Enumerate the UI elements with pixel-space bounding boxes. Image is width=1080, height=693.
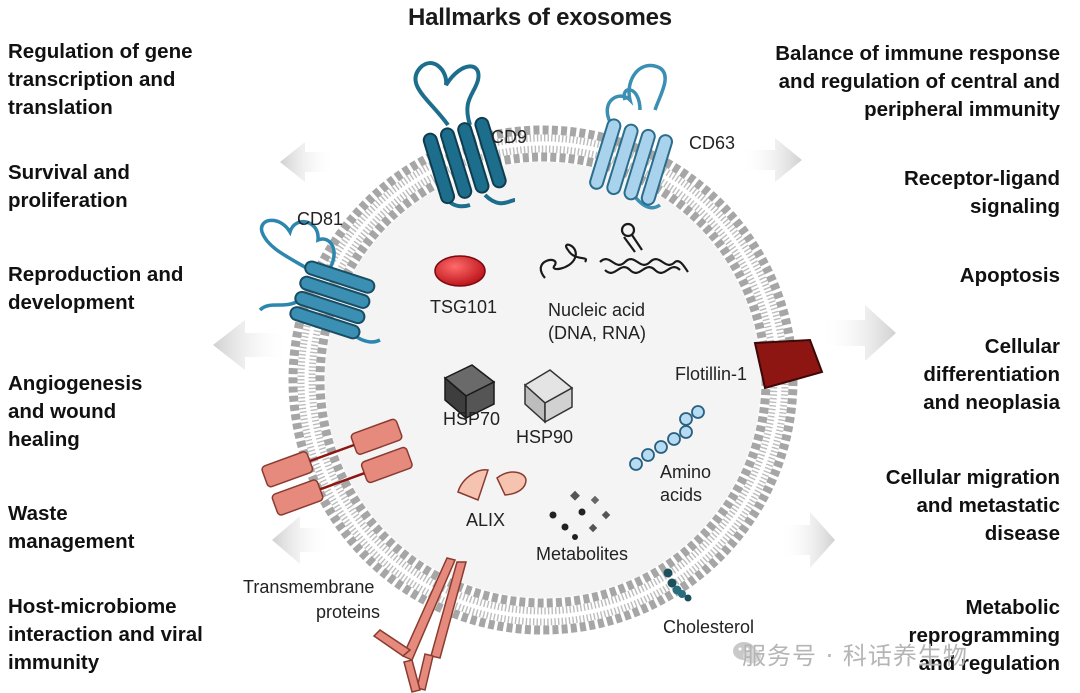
label-acids: acids	[660, 485, 702, 505]
label-cd63: CD63	[689, 133, 735, 153]
diagram-title: Hallmarks of exosomes	[408, 4, 672, 31]
hsp70-cube-icon	[443, 364, 496, 420]
hallmark-reproduction: Reproduction and development	[8, 263, 184, 314]
label-cholesterol: Cholesterol	[663, 617, 754, 637]
hallmark-angiogenesis: Angiogenesis and wound healing	[8, 372, 143, 451]
hallmark-microbiome: Host-microbiome interaction and viral im…	[8, 595, 203, 674]
hallmark-differentiation: Cellular differentiation and neoplasia	[923, 335, 1060, 414]
hallmark-waste: Waste management	[8, 502, 135, 553]
nucleic-acid-icon	[539, 222, 689, 279]
label-hsp70: HSP70	[443, 409, 500, 429]
arrow-right-1-icon	[740, 138, 802, 182]
hallmark-gene-regulation: Regulation of gene transcription and tra…	[8, 40, 193, 119]
alix-icon	[457, 469, 527, 501]
y-shaped-protein-icon	[372, 557, 467, 693]
arrow-right-3-icon	[780, 512, 835, 568]
tsg101-icon	[434, 255, 486, 287]
label-tsg101: TSG101	[430, 297, 497, 317]
label-cd81: CD81	[297, 209, 343, 229]
amino-acids-icon	[629, 405, 705, 471]
label-cd9: CD9	[491, 127, 527, 147]
label-nucleic-acid: Nucleic acid	[548, 300, 645, 320]
watermark-text: 服务号 · 科话养生物	[742, 642, 968, 670]
label-transmembrane: Transmembrane	[243, 577, 374, 597]
label-hsp90: HSP90	[516, 427, 573, 447]
hallmark-receptor-ligand: Receptor-ligand signaling	[903, 167, 1060, 218]
metabolites-icon	[549, 490, 611, 540]
arrow-right-2-icon	[820, 305, 896, 361]
arrow-left-3-icon	[272, 516, 330, 564]
cd63-protein-icon	[589, 63, 673, 210]
hallmark-survival: Survival and proliferation	[8, 161, 130, 212]
label-metabolites: Metabolites	[536, 544, 628, 564]
label-alix: ALIX	[466, 510, 505, 530]
hsp90-cube-icon	[523, 369, 574, 424]
label-amino: Amino	[660, 462, 711, 482]
hallmark-migration: Cellular migration and metastatic diseas…	[885, 466, 1060, 545]
hallmark-metabolic: Metabolic reprogramming and regulation	[908, 596, 1061, 675]
cd9-protein-icon	[413, 61, 516, 209]
arrow-left-1-icon	[280, 142, 335, 182]
hallmark-immune: Balance of immune response and regulatio…	[775, 42, 1060, 121]
cholesterol-icon	[663, 568, 692, 602]
label-dna-rna: (DNA, RNA)	[548, 323, 646, 343]
flotillin-1-icon	[753, 338, 824, 390]
transmembrane-protein-icon	[261, 418, 413, 516]
label-proteins: proteins	[316, 602, 380, 622]
wechat-icon	[733, 642, 761, 664]
label-flotillin-1: Flotillin-1	[675, 364, 747, 384]
cd81-protein-icon	[258, 218, 381, 344]
hallmark-apoptosis: Apoptosis	[959, 264, 1060, 287]
arrow-left-2-icon	[213, 320, 290, 370]
